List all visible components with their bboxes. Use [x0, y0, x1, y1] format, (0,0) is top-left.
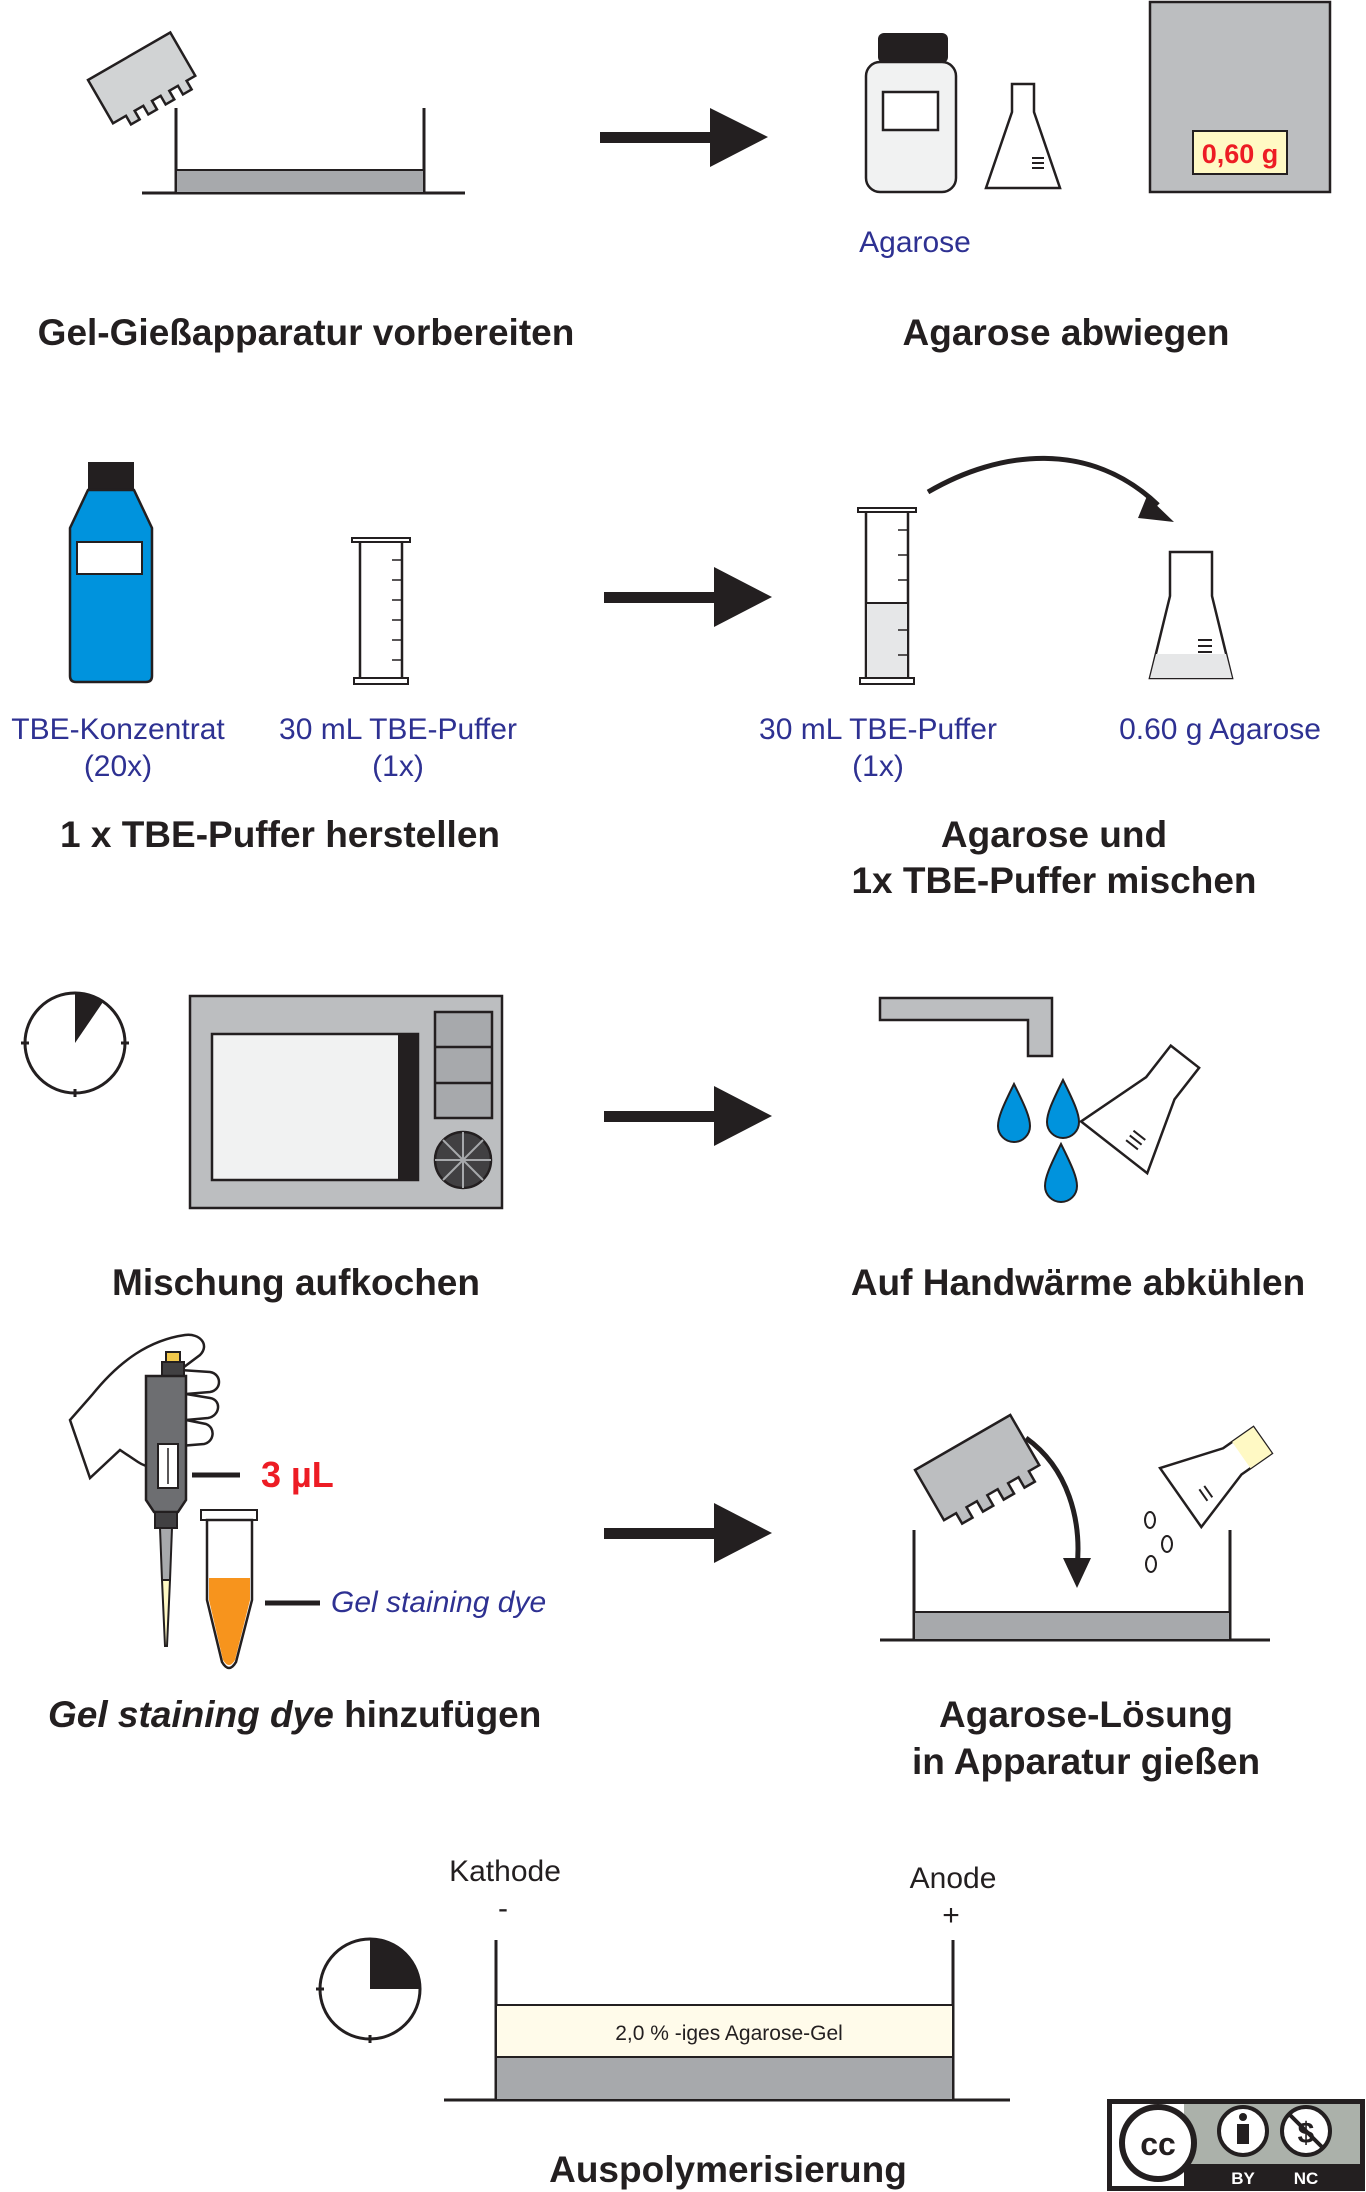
dye-tube-icon	[200, 1509, 258, 1670]
scale-icon: 0,60 g	[1148, 0, 1332, 194]
step-1-casting-tray	[86, 30, 465, 195]
step-6-title: Auf Handwärme abkühlen	[851, 1262, 1305, 1303]
water-drops-icon	[996, 1077, 1081, 1203]
tbe-concentrate-bottle-icon	[68, 462, 154, 684]
cc-icon	[1119, 2104, 1197, 2182]
casting-tray-icon	[880, 1530, 1270, 1642]
step-7-title-italic: Gel staining dye	[48, 1694, 334, 1735]
step-9-title: Auspolymerisierung	[549, 2149, 907, 2190]
right-arrow-icon	[600, 108, 768, 167]
pipette-hand-icon	[68, 1333, 221, 1647]
pour-curve-arrow-icon	[926, 455, 1174, 522]
step-3-title: 1 x TBE-Puffer herstellen	[60, 814, 500, 855]
step-4-title-line2: 1x TBE-Puffer mischen	[851, 860, 1256, 901]
step-8-title-line1: Agarose-Lösung	[939, 1694, 1233, 1735]
mix-buffer-factor: (1x)	[852, 750, 904, 783]
mix-agarose-label: 0.60 g Agarose	[1119, 713, 1321, 746]
right-arrow-icon	[604, 1503, 772, 1563]
agarose-label: Agarose	[859, 226, 971, 259]
flask-icon	[1148, 550, 1234, 680]
cathode-label: Kathode	[449, 1855, 561, 1888]
timer-icon	[21, 991, 129, 1097]
pouring-flask-icon	[1158, 1425, 1274, 1530]
step-1-title: Gel-Gießapparatur vorbereiten	[38, 312, 575, 353]
casting-tray-icon	[142, 108, 465, 195]
faucet-icon	[878, 996, 1054, 1058]
timer-icon	[316, 1937, 422, 2043]
tbe-buffer-volume-label: 30 mL TBE-Puffer	[279, 713, 517, 746]
scale-reading: 0,60 g	[1202, 139, 1279, 169]
anode-sign: +	[942, 1899, 960, 1932]
comb-icon	[86, 30, 197, 127]
right-arrow-icon	[604, 1086, 772, 1146]
insert-arrow-icon	[1024, 1435, 1091, 1588]
step-4-title-line1: Agarose und	[941, 814, 1167, 855]
microwave-icon	[188, 994, 504, 1210]
gel-label: 2,0 % -iges Agarose-Gel	[615, 2022, 843, 2045]
pipette-volume-label: 3 µL	[261, 1454, 334, 1495]
tilted-flask-icon	[1078, 1043, 1201, 1176]
comb-icon	[913, 1413, 1041, 1526]
step-5-title: Mischung aufkochen	[112, 1262, 480, 1303]
anode-label: Anode	[910, 1862, 997, 1895]
agarose-bottle-icon	[864, 33, 958, 194]
cc-license-badge: cc $ BY NC	[1107, 2099, 1365, 2191]
cc-text: cc	[1140, 2126, 1176, 2162]
tbe-buffer-factor: (1x)	[372, 750, 424, 783]
graduated-cylinder-icon	[351, 537, 411, 685]
noncommercial-icon: $	[1280, 2105, 1332, 2157]
flask-icon	[984, 82, 1062, 190]
nc-label: NC	[1294, 2169, 1319, 2188]
step-7-title: Gel staining dye hinzufügen	[48, 1694, 541, 1735]
attribution-icon	[1217, 2105, 1269, 2157]
dye-label: Gel staining dye	[331, 1586, 546, 1619]
gel-chamber-icon	[444, 1940, 1010, 2102]
pour-drops-icon	[1144, 1511, 1173, 1573]
mix-buffer-volume-label: 30 mL TBE-Puffer	[759, 713, 997, 746]
tbe-concentrate-label: TBE-Konzentrat	[11, 713, 225, 746]
by-label: BY	[1231, 2169, 1255, 2188]
filled-cylinder-icon	[857, 507, 917, 685]
tbe-concentrate-factor: (20x)	[84, 750, 152, 783]
step-7-title-rest: hinzufügen	[334, 1694, 542, 1735]
cathode-sign: -	[498, 1892, 508, 1925]
step-2-title: Agarose abwiegen	[903, 312, 1230, 353]
right-arrow-icon	[604, 567, 772, 627]
step-8-title-line2: in Apparatur gießen	[912, 1741, 1260, 1782]
